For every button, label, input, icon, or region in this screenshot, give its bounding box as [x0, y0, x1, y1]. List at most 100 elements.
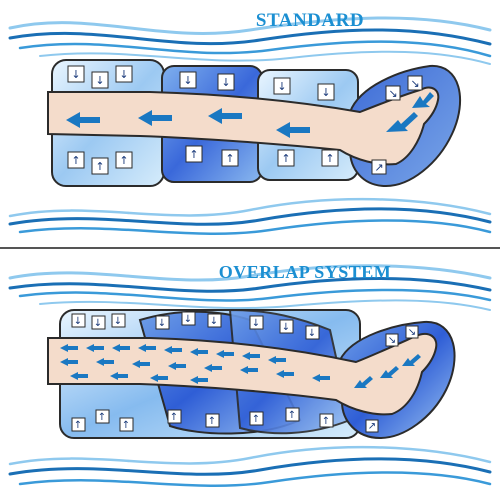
svg-text:↑: ↑	[71, 154, 80, 167]
flow-arrow-icon	[164, 346, 182, 354]
svg-text:↑: ↑	[322, 416, 330, 427]
pressure-arrow-icon: ↗	[371, 159, 387, 175]
flow-arrow-icon	[208, 108, 242, 124]
flow-arrow-icon	[138, 110, 172, 126]
panel-title-overlap: OVERLAP SYSTEM	[218, 262, 392, 282]
flow-arrow-icon	[240, 366, 258, 374]
pressure-arrow-icon: ↓	[181, 311, 196, 326]
svg-text:↑: ↑	[122, 420, 130, 431]
svg-text:↑: ↑	[98, 412, 106, 423]
pressure-arrow-icon: ↓	[111, 313, 126, 328]
svg-text:↑: ↑	[208, 416, 216, 427]
flow-arrow-icon	[402, 354, 421, 366]
svg-text:↓: ↓	[277, 80, 286, 93]
svg-text:↘: ↘	[388, 335, 396, 346]
svg-text:↓: ↓	[221, 76, 230, 89]
flow-arrow-icon	[86, 344, 104, 352]
flow-arrow-icon	[96, 358, 114, 366]
pressure-arrows: ↓ ↓ ↓ ↓ ↓ ↓ ↓ ↘ ↘ ↑ ↑ ↑ ↑ ↑ ↑ ↑ ↗	[67, 65, 423, 175]
svg-text:↑: ↑	[189, 148, 198, 161]
pressure-arrow-icon: ↑	[67, 151, 85, 169]
flow-arrow-icon	[168, 362, 186, 370]
pressure-arrow-icon: ↑	[167, 409, 182, 424]
flow-arrow-icon	[190, 348, 208, 356]
pressure-arrow-icon: ↘	[405, 325, 419, 339]
pressure-arrow-icon: ↑	[119, 417, 134, 432]
pressure-arrow-icon: ↑	[91, 157, 109, 175]
flow-arrow-icon	[268, 356, 286, 364]
svg-text:↘: ↘	[388, 87, 397, 100]
svg-text:↓: ↓	[119, 68, 128, 81]
svg-text:↓: ↓	[184, 314, 192, 325]
flow-arrow-icon	[380, 366, 399, 378]
pressure-arrow-icon: ↑	[285, 407, 300, 422]
pressure-arrow-icon: ↑	[205, 413, 220, 428]
flow-arrow-icon	[276, 370, 294, 378]
flow-arrow-icon	[138, 344, 156, 352]
pressure-arrow-icon: ↓	[179, 71, 197, 89]
pressure-arrow-icon: ↓	[279, 319, 294, 334]
svg-text:↑: ↑	[170, 412, 178, 423]
pressure-arrow-icon: ↑	[321, 149, 339, 167]
svg-text:↑: ↑	[281, 152, 290, 165]
svg-text:↓: ↓	[321, 86, 330, 99]
flow-arrow-icon	[110, 372, 128, 380]
pressure-arrow-icon: ↑	[115, 151, 133, 169]
pressure-arrow-icon: ↓	[67, 65, 85, 83]
flow-arrow-icon	[60, 358, 78, 366]
svg-text:↓: ↓	[210, 316, 218, 327]
flow-arrow-icon	[112, 344, 130, 352]
flow-arrow-icon	[190, 376, 208, 384]
flow-arrow-icon	[242, 352, 260, 360]
svg-text:↑: ↑	[325, 152, 334, 165]
flow-arrow-icon	[216, 350, 234, 358]
leg-illustration	[47, 332, 438, 416]
pressure-arrow-icon: ↓	[217, 73, 235, 91]
pressure-arrow-icon: ↑	[277, 149, 295, 167]
pressure-arrow-icon: ↓	[317, 83, 335, 101]
pressure-arrow-icon: ↑	[185, 145, 203, 163]
svg-text:↓: ↓	[74, 316, 82, 327]
flow-arrows	[66, 92, 434, 138]
flow-arrow-icon	[150, 374, 168, 382]
pressure-arrow-icon: ↓	[273, 77, 291, 95]
pressure-arrow-icon: ↗	[365, 419, 379, 433]
pressure-arrow-icon: ↓	[249, 315, 264, 330]
standard-panel: ↓ ↓ ↓ ↓ ↓ ↓ ↓ ↘ ↘ ↑ ↑ ↑ ↑ ↑ ↑ ↑ ↗	[0, 0, 500, 246]
overlap-panel: ↓ ↓ ↓ ↓ ↓ ↓ ↓ ↓ ↓ ↘ ↘ ↑ ↑ ↑ ↑ ↑ ↑ ↑ ↑ ↗	[0, 250, 500, 500]
svg-text:↑: ↑	[74, 420, 82, 431]
svg-text:↗: ↗	[368, 421, 376, 432]
flow-arrow-icon	[66, 112, 100, 128]
flow-arrow-icon	[354, 376, 373, 388]
overlap-illustration: ↓ ↓ ↓ ↓ ↓ ↓ ↓ ↓ ↓ ↘ ↘ ↑ ↑ ↑ ↑ ↑ ↑ ↑ ↑ ↗	[8, 264, 492, 487]
wave-decoration-top	[8, 16, 492, 65]
pressure-arrow-icon: ↘	[385, 333, 399, 347]
flow-arrow-icon	[412, 92, 434, 108]
wave-decoration-bottom	[8, 197, 492, 235]
flow-arrows	[60, 344, 421, 388]
leg-illustration	[47, 86, 440, 166]
pressure-arrow-icon: ↓	[207, 313, 222, 328]
flow-arrow-icon	[132, 360, 150, 368]
svg-text:↓: ↓	[95, 74, 104, 87]
svg-text:↑: ↑	[95, 160, 104, 173]
pressure-arrow-icon: ↓	[155, 315, 170, 330]
svg-text:↑: ↑	[225, 152, 234, 165]
flow-arrow-icon	[204, 364, 222, 372]
svg-text:↓: ↓	[183, 74, 192, 87]
svg-text:↓: ↓	[308, 328, 316, 339]
pressure-arrow-icon: ↘	[407, 75, 423, 91]
pressure-arrow-icon: ↑	[249, 411, 264, 426]
pressure-arrow-icon: ↑	[71, 417, 86, 432]
svg-text:↘: ↘	[408, 327, 416, 338]
pressure-arrow-icon: ↓	[71, 313, 86, 328]
flow-arrow-icon	[60, 344, 78, 352]
svg-text:↓: ↓	[114, 316, 122, 327]
svg-text:↑: ↑	[119, 154, 128, 167]
svg-text:↑: ↑	[288, 410, 296, 421]
panel-divider	[0, 247, 500, 249]
flow-arrow-icon	[70, 372, 88, 380]
pressure-arrow-icon: ↑	[95, 409, 110, 424]
svg-text:↓: ↓	[282, 322, 290, 333]
